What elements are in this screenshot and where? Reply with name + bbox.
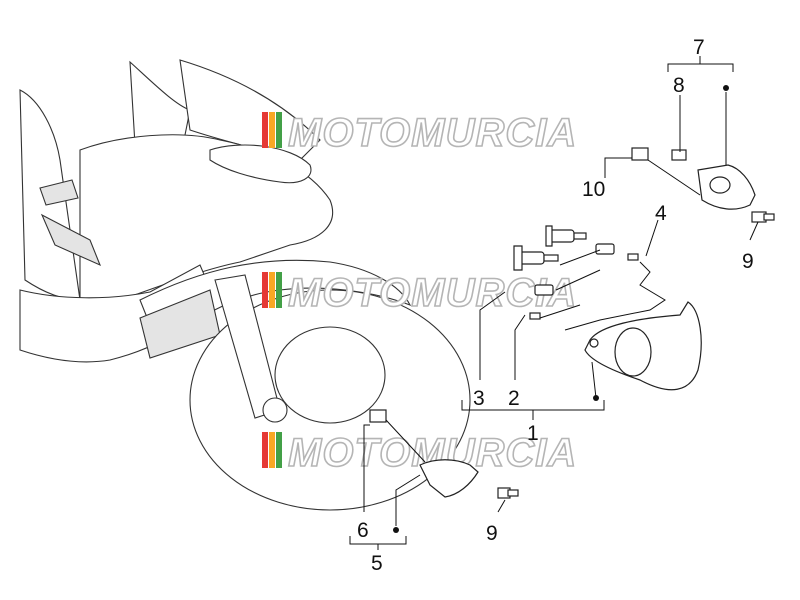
bracket-1	[461, 400, 605, 420]
leader-lines	[479, 219, 666, 399]
watermark-flag-red	[262, 432, 268, 468]
leader-dot	[393, 527, 399, 533]
windshield-right	[179, 59, 321, 161]
clip-10	[631, 147, 649, 161]
brake-disc	[274, 326, 386, 424]
screw-9-top	[751, 211, 775, 223]
bulb-side	[595, 243, 615, 255]
leader-dot	[593, 395, 599, 401]
turn-signal-left	[419, 459, 479, 498]
axle	[262, 397, 288, 423]
screw-2	[529, 312, 541, 320]
watermark-flag-green	[276, 432, 282, 468]
turn-signal-left-assembly	[349, 409, 519, 550]
callout-3: 3	[473, 387, 485, 410]
callout-7: 7	[693, 36, 705, 59]
leader-lines-top	[604, 92, 759, 241]
callout-6: 6	[357, 519, 369, 542]
motorcycle-illustration	[19, 59, 471, 511]
callout-9-top: 9	[742, 250, 754, 273]
callout-2: 2	[508, 387, 520, 410]
clip-6	[369, 409, 387, 423]
side-vent	[40, 213, 102, 267]
bracket-7	[667, 56, 734, 72]
callout-9-bottom: 9	[486, 522, 498, 545]
leader-lines-bottom	[363, 419, 506, 526]
watermark-text: MOTOMURCIA	[288, 111, 577, 155]
bulb-h4-lower	[513, 245, 559, 271]
callout-10: 10	[582, 178, 605, 201]
watermark-text: MOTOMURCIA	[288, 271, 577, 315]
turn-signal-right-assembly	[604, 56, 775, 241]
watermark-flag-red	[262, 112, 268, 148]
bracket-5	[349, 536, 407, 550]
side-vent-upper	[39, 179, 79, 206]
watermark-flag-yellow	[269, 272, 275, 308]
watermark-flag-green	[276, 112, 282, 148]
callout-labels: 1 2 3 4 5 6 7 8 9 9 10	[357, 36, 754, 575]
bulb-parking	[534, 284, 554, 296]
headlight-lens	[614, 327, 652, 377]
screw-9-bottom	[497, 487, 519, 499]
headlight-housing	[209, 144, 312, 184]
watermark-middle: MOTOMURCIA	[262, 270, 577, 316]
callout-5: 5	[371, 552, 383, 575]
callout-4: 4	[655, 202, 667, 225]
callout-1: 1	[527, 422, 539, 445]
bulb-h4-upper	[545, 225, 587, 247]
watermark-flag-yellow	[269, 112, 275, 148]
headlight-mount	[589, 338, 599, 348]
screw-4	[627, 253, 639, 261]
turn-signal-right-lens	[709, 176, 731, 194]
callout-8: 8	[673, 74, 685, 97]
watermark-top: MOTOMURCIA	[262, 110, 577, 156]
screw-8	[671, 149, 687, 161]
leader-dot	[723, 85, 729, 91]
watermark-flag-yellow	[269, 432, 275, 468]
headlight-assembly	[461, 219, 702, 420]
watermark-flag-red	[262, 272, 268, 308]
watermark-flag-green	[276, 272, 282, 308]
